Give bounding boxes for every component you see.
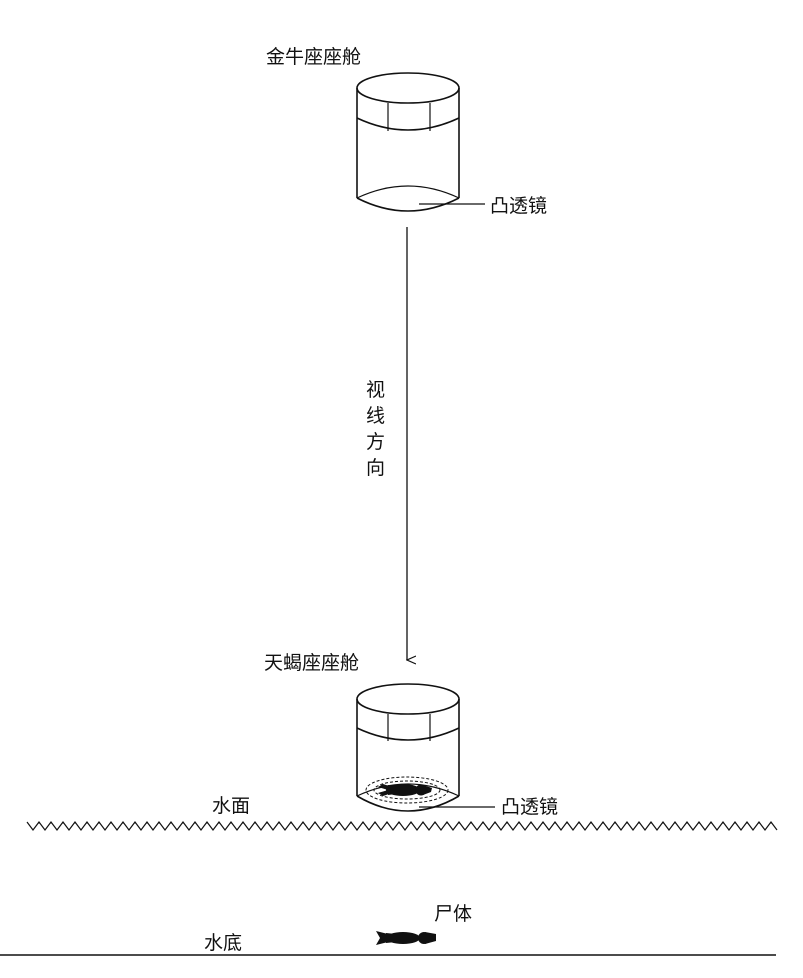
sight-char-4: 向 [366,457,385,479]
magnified-corpse-image [378,784,432,796]
sight-char-2: 线 [366,405,385,427]
corpse-label: 尸体 [434,903,472,925]
sight-direction-label: 视 线 方 向 [366,379,385,479]
scorpio-cabin-label: 天蝎座座舱 [264,652,359,674]
convex-lens-label-bottom: 凸透镜 [501,796,558,818]
sight-char-3: 方 [366,431,385,453]
sight-char-1: 视 [366,379,385,401]
water-surface-label: 水面 [212,795,250,817]
water-bottom-label: 水底 [204,932,242,954]
convex-lens-label-top: 凸透镜 [490,195,547,217]
water-surface-wave [26,821,778,831]
taurus-cabin [356,72,460,212]
corpse-figure [376,931,436,945]
taurus-cabin-label: 金牛座座舱 [266,46,361,68]
scorpio-cabin [356,683,460,812]
